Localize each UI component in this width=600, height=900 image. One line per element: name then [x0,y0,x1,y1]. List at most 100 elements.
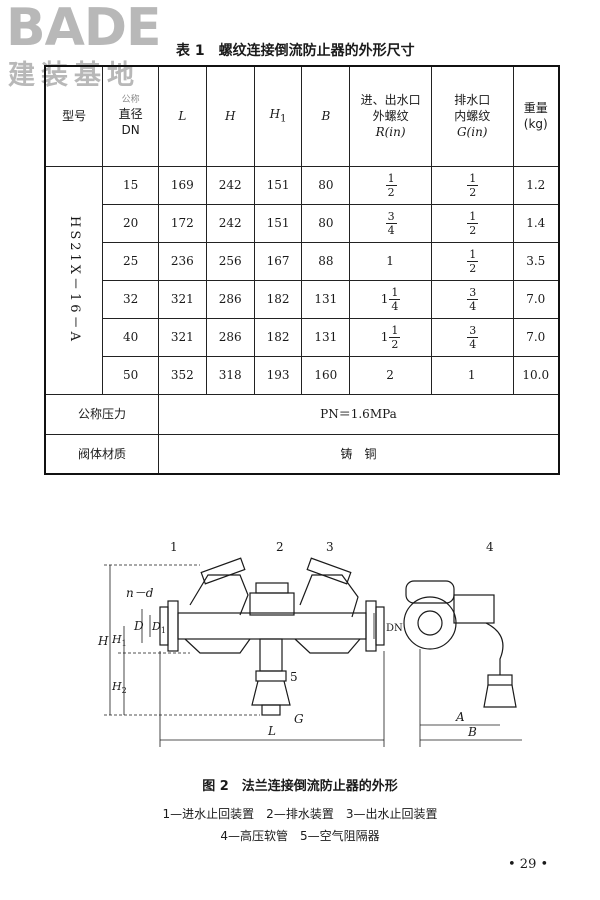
pressure-row: 公称压力 PN＝1.6MPa [44,393,560,435]
cell-L: 236 [157,241,207,281]
material-label: 阀体材质 [44,433,159,475]
material-value: 铸 铜 [157,433,560,475]
inlet-denominator: 4 [387,223,395,237]
inlet-flange-face [159,606,169,646]
outlet-denominator: 2 [469,261,477,275]
dim-H2-symbol: H [111,680,122,693]
pressure-value: PN＝1.6MPa [157,393,560,435]
outlet-check-bonnet [299,574,359,618]
table-row: 50 352 318 193 160 2 1 10.0 [45,355,560,395]
cell-B: 88 [301,241,351,281]
outlet-numerator: 1 [467,171,479,186]
inlet-numerator: 3 [385,209,397,224]
dim-H: H [97,634,109,648]
cell-dn: 50 [102,355,159,395]
cell-B: 160 [301,355,351,395]
header-dn-unit: DN [121,123,140,138]
cell-B: 80 [301,165,351,205]
side-body [453,594,495,624]
backflow-preventer-drawing: 1 2 3 4 5 n－d D D1 H H1 H2 L G DN A B [97,540,522,747]
dim-D1: D1 [151,620,166,635]
header-H1: H1 [253,65,303,167]
logo-word: BADE [6,0,162,58]
model-cell: HS21X－16－A [44,165,104,395]
label-4: 4 [486,540,494,554]
outlet-numerator: 3 [467,285,479,300]
outlet-whole: 1 [467,368,476,383]
material-row: 阀体材质 铸 铜 [44,433,560,475]
inlet-whole: 2 [386,368,394,383]
header-model: 型号 [44,65,104,167]
outlet-denominator: 2 [469,185,477,199]
header-inlet-thread: 进、出水口 外螺纹 R(in) [349,65,432,167]
cell-B: 131 [301,279,351,319]
cell-dn: 25 [102,241,159,281]
dim-H2-sub: 2 [122,686,127,695]
drain-valve-cap [255,582,289,594]
dim-H1-symbol: H [111,633,122,646]
inlet-numerator: 1 [389,323,401,338]
dimension-table: 型号 公称 直径 DN L H H1 B 进、出水口 外螺纹 R(in) 排水口… [44,65,560,475]
cell-H1: 167 [253,241,303,281]
model-name: HS21X－16－A [66,216,82,344]
air-gap-outlet [261,704,281,716]
cell-L: 172 [157,203,207,243]
header-H1-sub: 1 [280,113,287,125]
drain-coupling [255,670,287,682]
cell-L: 321 [157,279,207,319]
dim-B: B [467,725,477,739]
dim-A: A [455,710,465,724]
header-B: B [301,65,351,167]
cell-weight: 3.5 [512,241,560,281]
table-header-row: 型号 公称 直径 DN L H H1 B 进、出水口 外螺纹 R(in) 排水口… [44,65,560,167]
inlet-check-cap [200,557,246,585]
cell-dn: 32 [102,279,159,319]
header-dn-label: 直径 [118,107,143,122]
dim-H1-sub: 1 [122,639,127,648]
figure-caption: 图 2 法兰连接倒流防止器的外形 [202,779,398,794]
label-3: 3 [326,540,334,554]
inlet-denominator: 4 [391,299,399,313]
label-1: 1 [170,540,178,554]
label-2: 2 [276,540,284,554]
dim-D1-symbol: D [151,620,161,633]
cell-weight: 1.4 [512,203,560,243]
inlet-valve-body [184,638,251,654]
outlet-denominator: 2 [469,223,477,237]
air-gap-funnel [251,680,291,706]
cell-B: 131 [301,317,351,357]
dim-G: G [294,712,304,726]
side-air-gap [483,684,517,708]
outlet-valve-body [294,638,361,654]
cell-H: 242 [205,203,255,243]
cell-H1: 193 [253,355,303,395]
header-dn-small: 公称 [121,94,140,105]
side-coupling [487,674,513,686]
cell-inlet-thread: 2 [349,355,432,395]
header-H: H [205,65,255,167]
inlet-flange [167,600,179,652]
cell-H: 286 [205,279,255,319]
dim-nd: n－d [126,586,154,600]
inlet-whole: 1 [380,291,389,306]
drain-pipe [259,638,283,672]
header-outlet-thread: 排水口 内螺纹 G(in) [430,65,514,167]
side-view [403,580,522,747]
header-outlet-line2: 内螺纹 [454,109,491,124]
cell-dn: 20 [102,203,159,243]
outlet-check-cap [306,557,352,585]
outlet-denominator: 4 [469,299,477,313]
